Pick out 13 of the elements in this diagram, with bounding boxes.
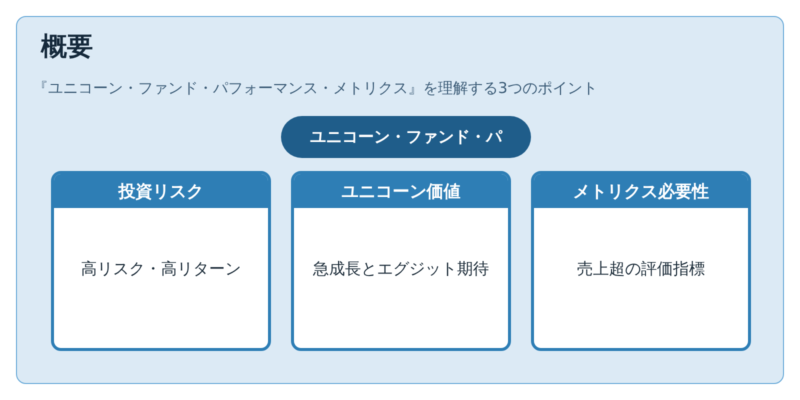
subtitle-text: 『ユニコーン・ファンド・パフォーマンス・メトリクス』を理解する3つのポイント: [33, 79, 598, 98]
card-text: 高リスク・高リターン: [80, 259, 242, 280]
pill-label: ユニコーン・ファンド・パ: [281, 116, 531, 158]
card-header: 投資リスク: [54, 174, 268, 208]
card-text: 急成長とエグジット期待: [312, 259, 490, 280]
panel: [16, 16, 784, 384]
card-header: メトリクス必要性: [534, 174, 748, 208]
card-text: 売上超の評価指標: [576, 259, 706, 280]
panel-title: 概要: [41, 31, 93, 64]
card: [51, 171, 271, 351]
card: [291, 171, 511, 351]
card: [531, 171, 751, 351]
card-header: ユニコーン価値: [294, 174, 508, 208]
